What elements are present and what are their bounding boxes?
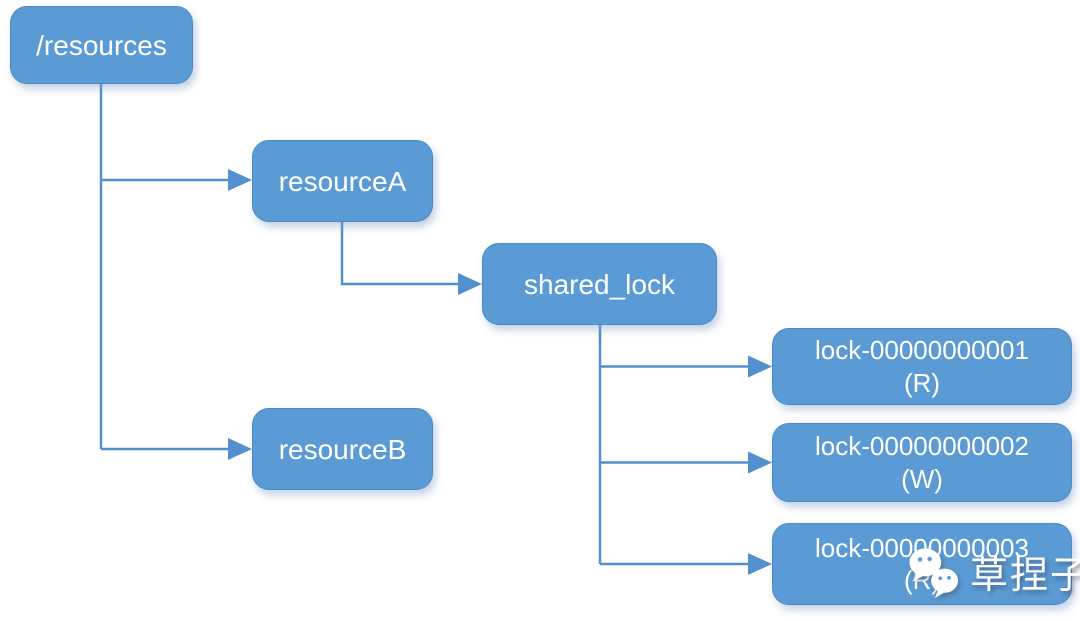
- node-shared-lock: shared_lock: [482, 243, 717, 325]
- arrowhead-icon: [228, 438, 252, 460]
- edge-resource-a-shared-lock: [340, 222, 459, 286]
- node-lock-2: lock-00000000002 (W): [772, 423, 1072, 502]
- arrowhead-icon: [748, 355, 772, 378]
- watermark: 草捏子: [905, 544, 1080, 599]
- watermark-text: 草捏子: [970, 555, 1080, 597]
- node-resource-b: resourceB: [252, 408, 433, 490]
- lock-mode: (W): [901, 463, 943, 494]
- arrowhead-icon: [228, 169, 252, 191]
- node-resource-a: resourceA: [252, 140, 433, 222]
- lock-mode: (R): [903, 367, 941, 398]
- arrowhead-icon: [748, 451, 772, 474]
- edge-shared-lock-children: [598, 325, 749, 566]
- node-label: resourceA: [278, 165, 407, 197]
- arrowhead-icon: [458, 273, 482, 295]
- edge-root-children: [99, 84, 249, 451]
- node-label: shared_lock: [524, 268, 675, 300]
- node-resources: /resources: [10, 6, 193, 84]
- node-label: resourceB: [278, 433, 407, 465]
- node-label: /resources: [36, 29, 167, 61]
- node-lock-1: lock-00000000001 (R): [772, 328, 1072, 405]
- node-label: lock-00000000001: [815, 335, 1029, 365]
- wechat-icon: [909, 547, 959, 598]
- arrowhead-icon: [748, 553, 772, 575]
- node-label: lock-00000000002: [815, 431, 1029, 461]
